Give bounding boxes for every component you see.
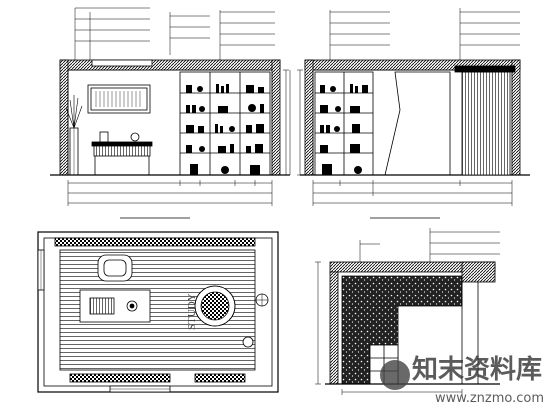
section-callouts <box>359 228 500 268</box>
elevation-b-callouts <box>329 8 520 62</box>
bookshelf-a <box>179 71 271 176</box>
wall-painting <box>87 84 151 114</box>
plan-armchair <box>97 254 133 282</box>
elevation-outline <box>67 69 273 176</box>
elevation-a-dimensions <box>67 69 291 206</box>
angled-wall-panel <box>384 71 451 176</box>
painting-inner <box>90 87 148 111</box>
plan-round-table <box>194 285 236 327</box>
bookshelf-b <box>314 71 374 176</box>
watermark-name: 知末资料库 <box>411 355 542 385</box>
plan-low-cabinet <box>69 373 171 383</box>
plan-desk <box>79 289 151 323</box>
shelf-objects <box>186 84 264 175</box>
elevation-a-callouts <box>74 7 275 60</box>
elevation-a <box>50 7 291 219</box>
section-wall <box>329 271 339 385</box>
plan-plant-small <box>242 336 254 348</box>
window-curtain <box>461 71 511 176</box>
floor-plan: STUDY <box>37 231 279 393</box>
plant-stand <box>65 95 83 176</box>
wall-section-left <box>59 59 69 176</box>
curtain-box <box>454 65 516 73</box>
section-dimensions <box>315 261 463 395</box>
cove-light <box>91 59 153 67</box>
section-soffit <box>461 261 496 283</box>
plan-bookshelf <box>54 237 256 247</box>
painting-calligraphy <box>95 91 141 107</box>
watermark-url: www.znzmo.com <box>434 391 544 406</box>
wall-section-left <box>304 59 314 176</box>
wall-section-right <box>271 59 281 176</box>
plan-low-cabinet-right <box>194 373 246 383</box>
plan-room-label: STUDY <box>186 293 198 330</box>
wall-section-right <box>511 59 521 176</box>
elevation-b <box>297 8 530 219</box>
elevation-b-dimensions <box>297 69 513 206</box>
znzmo-logo-icon <box>380 360 410 390</box>
console-table <box>91 131 153 175</box>
